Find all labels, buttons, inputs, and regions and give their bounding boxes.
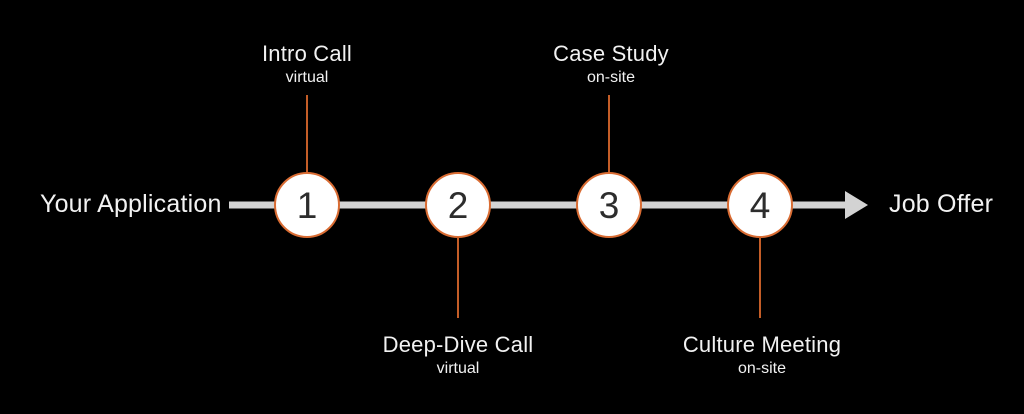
step-title: Deep-Dive Call (382, 332, 534, 357)
step-title: Culture Meeting (682, 332, 842, 357)
step-title: Intro Call (261, 41, 353, 66)
start-label: Your Application (40, 189, 222, 218)
step-circle: 3 (576, 172, 642, 238)
step-connector (759, 237, 761, 318)
step-subtitle: virtual (436, 360, 480, 377)
step-label: Case Study on-site (553, 40, 669, 89)
step-circle: 4 (727, 172, 793, 238)
step-number: 1 (296, 184, 318, 226)
step-subtitle: on-site (586, 69, 636, 86)
step-label: Deep-Dive Call virtual (383, 331, 534, 380)
step-label: Intro Call virtual (262, 40, 352, 89)
step-number: 4 (749, 184, 771, 226)
step-subtitle: virtual (285, 69, 329, 86)
step-connector (457, 237, 459, 318)
step-connector (306, 95, 308, 173)
timeline-axis (229, 201, 846, 209)
arrowhead-icon (845, 191, 868, 219)
end-label: Job Offer (889, 189, 994, 218)
step-label: Culture Meeting on-site (683, 331, 841, 380)
step-circle: 2 (425, 172, 491, 238)
step-circle: 1 (274, 172, 340, 238)
step-connector (608, 95, 610, 173)
step-title: Case Study (553, 41, 669, 66)
step-subtitle: on-site (737, 360, 787, 377)
step-number: 3 (598, 184, 620, 226)
step-number: 2 (447, 184, 469, 226)
